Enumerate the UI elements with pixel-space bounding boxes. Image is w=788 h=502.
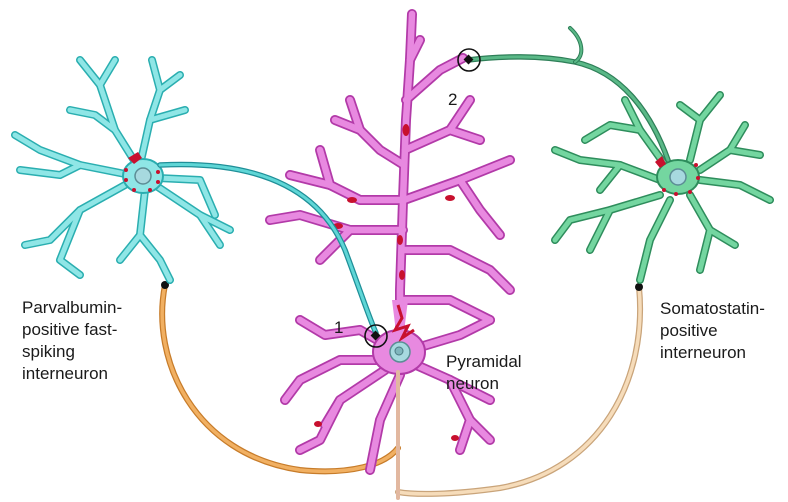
parvalbumin-label-line-1: Parvalbumin-	[22, 297, 122, 319]
somatostatin-label-line-3: interneuron	[660, 342, 765, 364]
somatostatin-label-line-2: positive	[660, 320, 765, 342]
somatostatin-neuron	[555, 95, 770, 280]
parvalbumin-nucleus	[135, 168, 151, 184]
somatostatin-nucleus	[670, 169, 686, 185]
pyramidal-neuron	[270, 14, 510, 498]
pyramidal-label-line-2: neuron	[446, 373, 522, 395]
parvalbumin-label-line-2: positive fast-	[22, 319, 122, 341]
parvalbumin-label: Parvalbumin- positive fast- spiking inte…	[22, 297, 122, 385]
synapse-2-label: 2	[448, 90, 457, 110]
somatostatin-axon	[468, 28, 668, 160]
somatostatin-label-line-1: Somatostatin-	[660, 298, 765, 320]
parvalbumin-neuron	[15, 60, 230, 280]
parvalbumin-input-axon	[162, 285, 398, 471]
parvalbumin-label-line-3: spiking	[22, 341, 122, 363]
somatostatin-label: Somatostatin- positive interneuron	[660, 298, 765, 364]
synapse-1-label: 1	[334, 318, 343, 338]
pyramidal-label: Pyramidal neuron	[446, 351, 522, 395]
pyramidal-label-line-1: Pyramidal	[446, 351, 522, 373]
somatostatin-axon-terminal	[635, 283, 643, 291]
parvalbumin-label-line-4: interneuron	[22, 363, 122, 385]
